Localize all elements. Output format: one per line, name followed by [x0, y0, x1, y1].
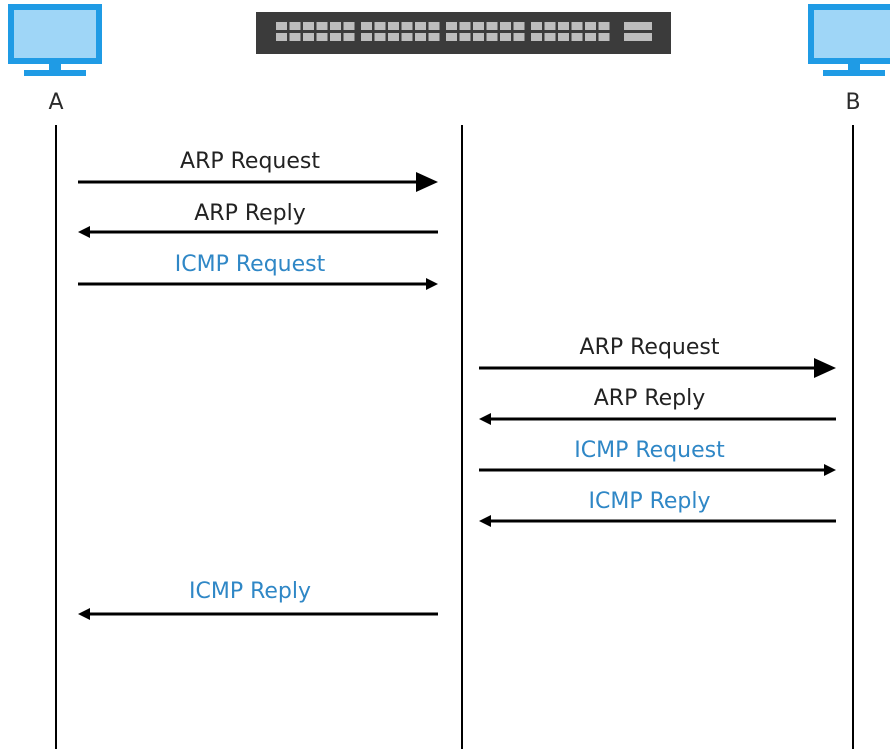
switch-port: [598, 22, 610, 30]
arrow-right-icon: [426, 278, 438, 290]
message-1: ARP Request: [78, 149, 438, 192]
switch-port: [558, 22, 569, 30]
message-label: ICMP Request: [175, 252, 326, 277]
message-8: ICMP Reply: [78, 579, 438, 620]
switch-port: [401, 22, 413, 30]
switch-port: [401, 33, 413, 41]
switch-port: [316, 33, 328, 41]
message-label: ARP Request: [580, 335, 720, 360]
message-label: ARP Reply: [194, 201, 306, 226]
switch-port: [303, 22, 314, 30]
monitor-icon-left: [8, 4, 102, 76]
switch-port: [459, 22, 471, 30]
switch-port: [531, 22, 542, 30]
switch-port: [571, 22, 583, 30]
switch-port: [473, 22, 484, 30]
node-label-a: A: [48, 90, 63, 115]
message-label: ICMP Reply: [189, 579, 311, 604]
switch-port: [276, 22, 287, 30]
message-2: ARP Reply: [78, 201, 438, 238]
switch-port: [513, 22, 525, 30]
message-4: ARP Request: [479, 335, 836, 378]
switch-port: [388, 33, 399, 41]
switch-port: [303, 33, 314, 41]
switch-port: [428, 22, 440, 30]
switch-uplink-port: [624, 22, 652, 30]
switch-port: [289, 33, 301, 41]
switch-port: [500, 33, 511, 41]
monitor-icon-right: [808, 4, 890, 76]
switch-port: [486, 22, 498, 30]
switch-port: [473, 33, 484, 41]
switch-port: [388, 22, 399, 30]
arrow-right-icon: [814, 358, 836, 378]
switch-port: [585, 33, 596, 41]
arrow-left-icon: [479, 515, 491, 527]
switch-port: [544, 22, 556, 30]
message-label: ICMP Request: [574, 438, 725, 463]
message-7: ICMP Reply: [479, 489, 836, 527]
switch-port: [361, 22, 372, 30]
arrow-right-icon: [416, 172, 438, 192]
switch-port: [330, 33, 341, 41]
switch-port: [415, 22, 426, 30]
switch-port: [531, 33, 542, 41]
message-5: ARP Reply: [479, 386, 836, 425]
switch-port: [276, 33, 287, 41]
switch-port: [513, 33, 525, 41]
arrow-left-icon: [479, 413, 491, 425]
switch-port: [374, 33, 386, 41]
switch-port: [374, 22, 386, 30]
message-label: ARP Reply: [594, 386, 706, 411]
switch-port: [361, 33, 372, 41]
switch-port: [585, 22, 596, 30]
message-label: ARP Request: [180, 149, 320, 174]
arrow-left-icon: [78, 608, 90, 620]
switch-port: [500, 22, 511, 30]
switch-port: [598, 33, 610, 41]
switch-port: [544, 33, 556, 41]
switch-uplink-port: [624, 33, 652, 41]
switch-port: [486, 33, 498, 41]
message-6: ICMP Request: [479, 438, 836, 476]
switch-port: [428, 33, 440, 41]
message-label: ICMP Reply: [588, 489, 710, 514]
switch-port: [343, 33, 355, 41]
switch-port: [330, 22, 341, 30]
switch-port: [343, 22, 355, 30]
switch-port: [459, 33, 471, 41]
switch-port: [571, 33, 583, 41]
switch-icon: [256, 12, 671, 54]
message-3: ICMP Request: [78, 252, 438, 290]
switch-port: [316, 22, 328, 30]
node-label-b: B: [845, 90, 860, 115]
arrow-left-icon: [78, 226, 90, 238]
switch-port: [415, 33, 426, 41]
switch-port: [446, 22, 457, 30]
arrow-right-icon: [824, 464, 836, 476]
switch-port: [558, 33, 569, 41]
switch-port: [289, 22, 301, 30]
switch-port: [446, 33, 457, 41]
